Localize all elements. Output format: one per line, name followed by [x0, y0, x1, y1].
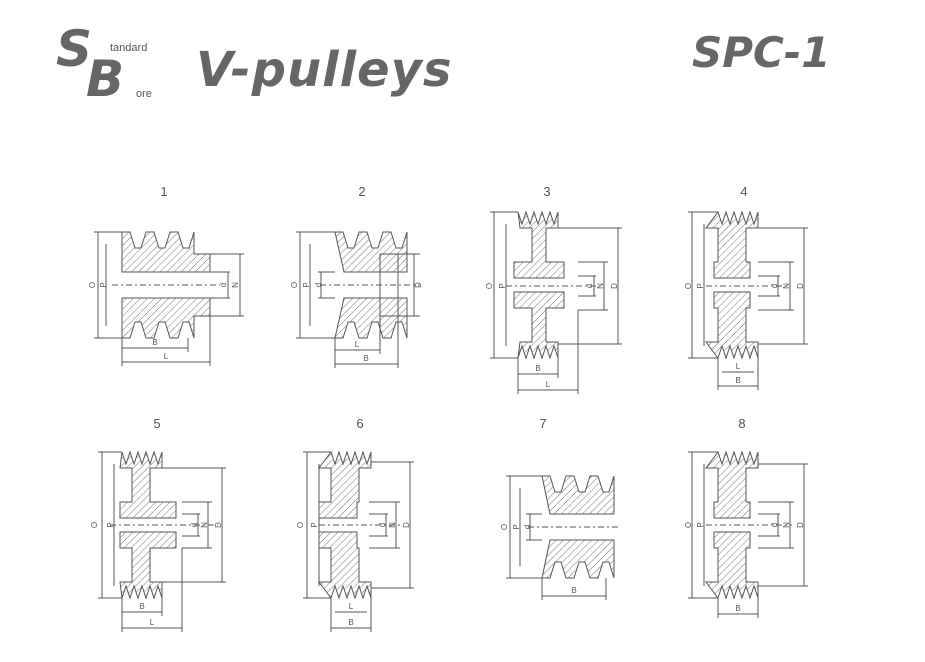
figure-8: 8 O P d N D B [684, 416, 808, 618]
figure-2-label-d: d [314, 283, 323, 287]
figure-6-label-b: B [348, 618, 353, 627]
figure-6-label-d: d [378, 523, 387, 527]
figure-2-label-l: L [355, 340, 360, 349]
figure-4-label-p: P [696, 283, 705, 288]
figure-8-number: 8 [738, 416, 745, 431]
sb-logo: S tandard B ore [56, 24, 166, 106]
figure-3-label-p: P [498, 283, 507, 288]
figure-3-label-o: O [485, 283, 494, 289]
figure-4-label-n: N [782, 283, 791, 289]
figure-8-label-o: O [684, 522, 693, 528]
figure-6-label-l: L [349, 602, 354, 611]
figure-6-label-d2: D [402, 522, 411, 528]
figure-2-label-p: P [302, 282, 311, 287]
figure-2-label-o: O [290, 282, 299, 288]
figure-4-label-l: L [736, 362, 741, 371]
figure-6-label-n: N [388, 522, 397, 528]
figure-3-label-l: L [546, 380, 551, 389]
figure-5-label-o: O [90, 522, 99, 528]
figure-5-number: 5 [153, 416, 160, 431]
figure-4-number: 4 [740, 184, 747, 199]
figure-3: 3 O P d N D B L [485, 184, 622, 394]
figure-5-label-d2: D [214, 522, 223, 528]
figure-1-label-d: d [219, 283, 228, 287]
figure-3-label-d2: D [610, 283, 619, 289]
figure-4: 4 O P d N D L B [684, 184, 808, 390]
logo-bore: ore [136, 88, 152, 100]
figure-3-number: 3 [543, 184, 550, 199]
figure-1-label-b: B [152, 338, 157, 347]
figure-3-label-d: d [585, 284, 594, 288]
figure-2: 2 O P d D L B [290, 184, 423, 368]
figure-7-label-d: d [523, 525, 532, 529]
figure-4-label-o: O [684, 283, 693, 289]
figure-1: 1 O P d N B L [88, 184, 244, 366]
figure-8-label-d: d [770, 523, 779, 527]
logo-standard: tandard [110, 42, 148, 54]
figure-6-label-p: P [310, 522, 319, 527]
figure-4-label-b: B [735, 376, 740, 385]
figure-6: 6 O P d N D L B [296, 416, 414, 632]
figure-5-label-n: N [200, 522, 209, 528]
figure-8-label-n: N [782, 522, 791, 528]
figure-1-label-n: N [231, 282, 240, 288]
figure-1-label-p: P [99, 282, 108, 287]
figure-3-label-n: N [596, 283, 605, 289]
figure-2-number: 2 [358, 184, 365, 199]
figure-7: 7 O P d B [500, 416, 620, 600]
figure-2-label-d2: D [414, 282, 423, 288]
figure-1-number: 1 [160, 184, 167, 199]
figure-5-label-l: L [150, 618, 155, 627]
figure-4-label-d: d [770, 284, 779, 288]
figure-8-label-b: B [735, 604, 740, 613]
figure-5: 5 O P d N D B L [90, 416, 226, 632]
figure-5-label-d: d [190, 523, 199, 527]
figure-7-label-o: O [500, 524, 509, 530]
page-title: V-pulleys [196, 42, 453, 98]
product-code: SPC-1 [692, 28, 831, 77]
figure-7-label-p: P [512, 524, 521, 529]
figure-3-label-b: B [535, 364, 540, 373]
figure-1-label-o: O [88, 282, 97, 288]
figure-7-number: 7 [539, 416, 546, 431]
figure-4-label-d2: D [796, 283, 805, 289]
figure-5-label-b: B [139, 602, 144, 611]
figure-6-number: 6 [356, 416, 363, 431]
figure-1-label-l: L [164, 352, 169, 361]
logo-s: S [56, 20, 93, 78]
figure-5-label-p: P [106, 522, 115, 527]
figure-8-label-d2: D [796, 522, 805, 528]
figure-7-label-b: B [571, 586, 576, 595]
figure-6-label-o: O [296, 522, 305, 528]
logo-b: B [86, 50, 125, 108]
figure-8-label-p: P [696, 522, 705, 527]
figure-2-label-b: B [363, 354, 368, 363]
